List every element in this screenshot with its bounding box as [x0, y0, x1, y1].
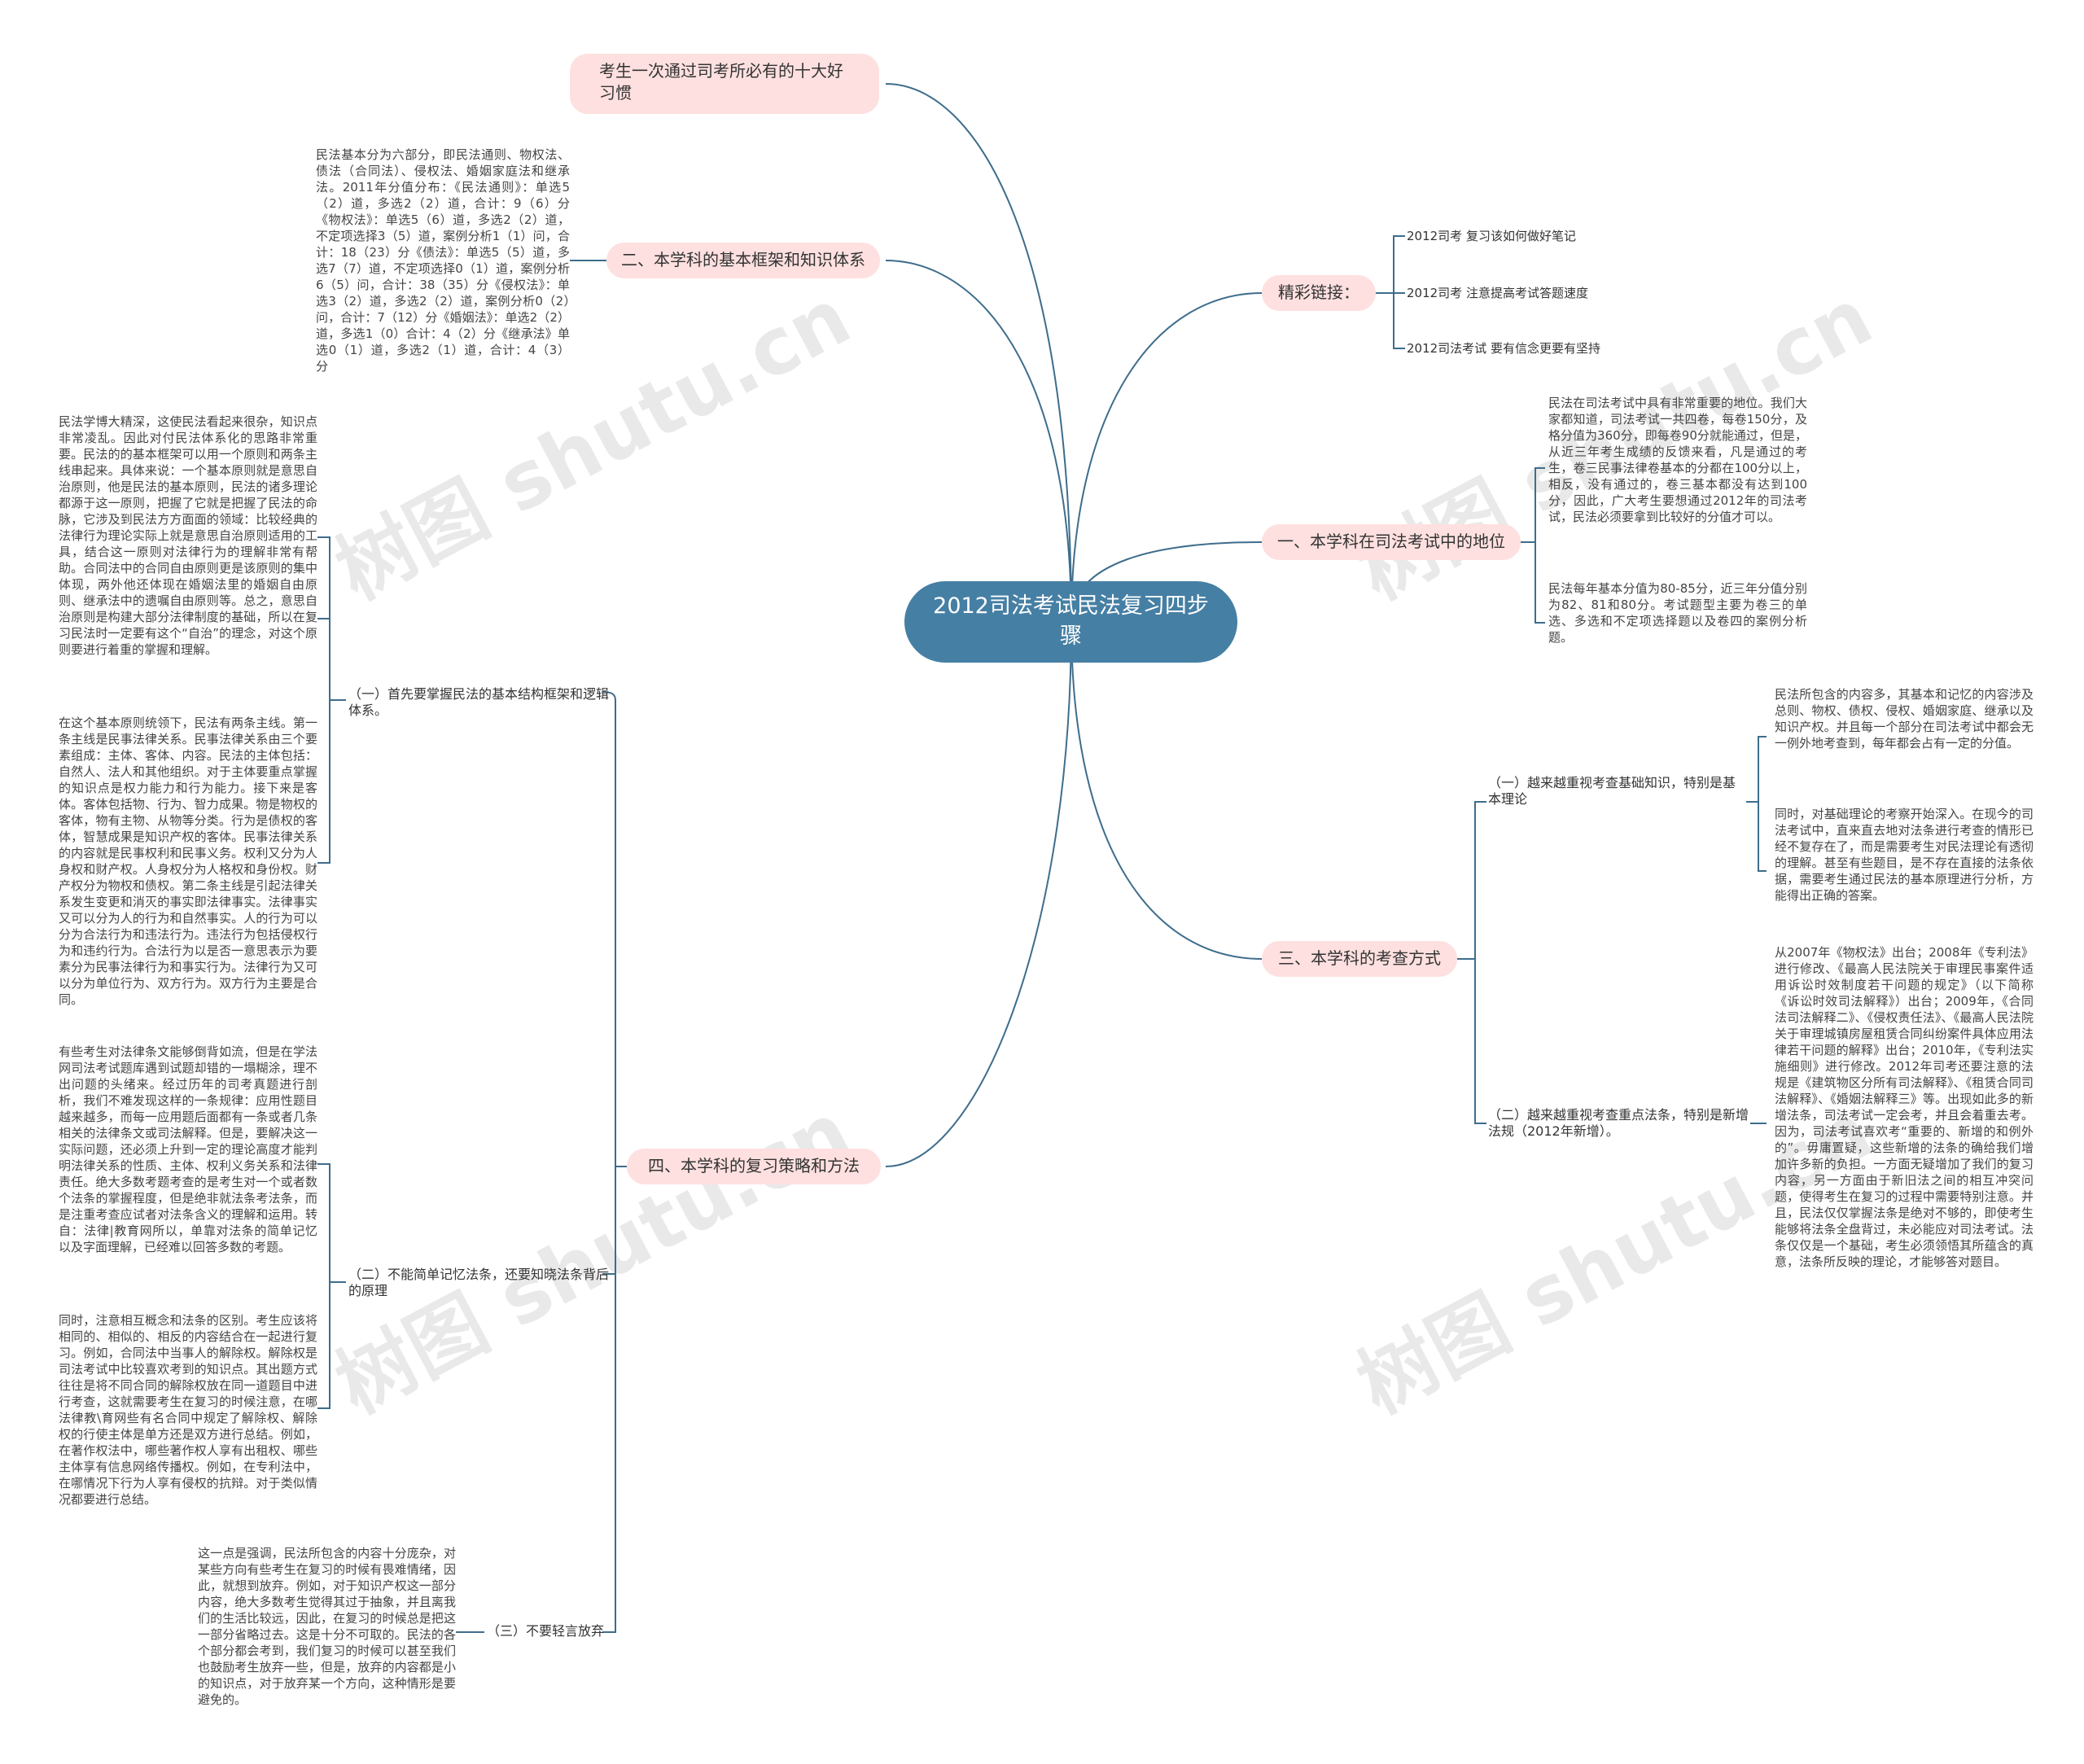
- connector: [885, 83, 1072, 623]
- framework-text: 民法基本分为六部分，即民法通则、物权法、债法（合同法）、侵权法、婚姻家庭法和继承…: [316, 147, 570, 374]
- branch-ten-habits[interactable]: 考生一次通过司考所必有的十大好习惯: [570, 54, 879, 114]
- root-topic[interactable]: 2012司法考试民法复习四步骤: [904, 581, 1237, 663]
- connector: [885, 260, 1072, 623]
- connector: [317, 700, 331, 864]
- connector: [1746, 736, 1767, 803]
- strategy-sub1-text2: 在这个基本原则统领下，民法有两条主线。第一条主线是民事法律关系。民事法律关系由三…: [59, 716, 317, 1007]
- method-sub1-text2: 同时，对基础理论的考察开始深入。在现今的司法考试中，直来直去地对法条进行考查的情…: [1775, 807, 2034, 903]
- method-sub1-label[interactable]: （一）越来越重视考查基础知识，特别是基本理论: [1488, 775, 1736, 807]
- position-text1: 民法在司法考试中具有非常重要的地位。我们大家都知道，司法考试一共四卷，每卷150…: [1548, 396, 1807, 524]
- connector: [1457, 801, 1486, 960]
- strategy-sub2-text2: 同时，注意相互概念和法条的区别。考生应该将相同的、相似的、相反的内容结合在一起进…: [59, 1313, 317, 1507]
- connector: [1393, 293, 1405, 349]
- connector: [317, 1282, 331, 1409]
- connector: [1535, 542, 1545, 624]
- branch-method[interactable]: 三、本学科的考查方式: [1262, 941, 1457, 977]
- link-item[interactable]: 2012司考 复习该如何做好笔记: [1407, 229, 1576, 243]
- branch-framework[interactable]: 二、本学科的基本框架和知识体系: [606, 243, 880, 278]
- branch-strategy[interactable]: 四、本学科的复习策略和方法: [627, 1149, 881, 1184]
- connector: [1070, 621, 1263, 960]
- link-item[interactable]: 2012司法考试 要有信念更要有坚持: [1407, 341, 1600, 356]
- strategy-sub1-text1: 民法学博大精深，这使民法看起来很杂，知识点非常凌乱。因此对付民法体系化的思路非常…: [59, 414, 317, 657]
- strategy-sub1-label[interactable]: （一）首先要掌握民法的基本结构框架和逻辑体系。: [348, 686, 610, 718]
- connector: [602, 691, 616, 701]
- strategy-sub2-text1: 有些考生对法律条文能够倒背如流，但是在学法网司法考试题库遇到试题却错的一塌糊涂，…: [59, 1044, 317, 1254]
- strategy-sub3-text: 这一点是强调，民法所包含的内容十分庞杂，对某些方向有些考生在复习的时候有畏难情绪…: [198, 1546, 456, 1707]
- method-sub1-text1: 民法所包含的内容多，其基本和记忆的内容涉及总则、物权、债权、侵权、婚姻家庭、继承…: [1775, 687, 2034, 751]
- connector: [1758, 802, 1767, 872]
- connector: [317, 618, 330, 619]
- link-item[interactable]: 2012司考 注意提高考试答题速度: [1407, 286, 1588, 300]
- method-sub2-label[interactable]: （二）越来越重视考查重点法条，特别是新增法规（2012年新增）。: [1488, 1107, 1749, 1139]
- position-text2: 民法每年基本分值为80-85分，近三年分值分别为82、81和80分。考试题型主要…: [1548, 581, 1807, 645]
- branch-position[interactable]: 一、本学科在司法考试中的地位: [1262, 524, 1521, 560]
- connector: [317, 1163, 346, 1283]
- strategy-sub3-label[interactable]: （三）不要轻言放弃: [487, 1623, 605, 1639]
- connector: [1376, 235, 1405, 294]
- connector: [602, 699, 616, 1633]
- connector: [885, 621, 1072, 1167]
- connector: [1474, 959, 1486, 1124]
- strategy-sub2-label[interactable]: （二）不能简单记忆法条，还要知晓法条背后的原理: [348, 1267, 610, 1298]
- connector: [1521, 467, 1545, 543]
- connector: [1070, 292, 1263, 623]
- branch-links[interactable]: 精彩链接：: [1262, 275, 1376, 311]
- method-sub2-text: 从2007年《物权法》出台；2008年《专利法》进行修改、《最高人民法院关于审理…: [1775, 945, 2034, 1269]
